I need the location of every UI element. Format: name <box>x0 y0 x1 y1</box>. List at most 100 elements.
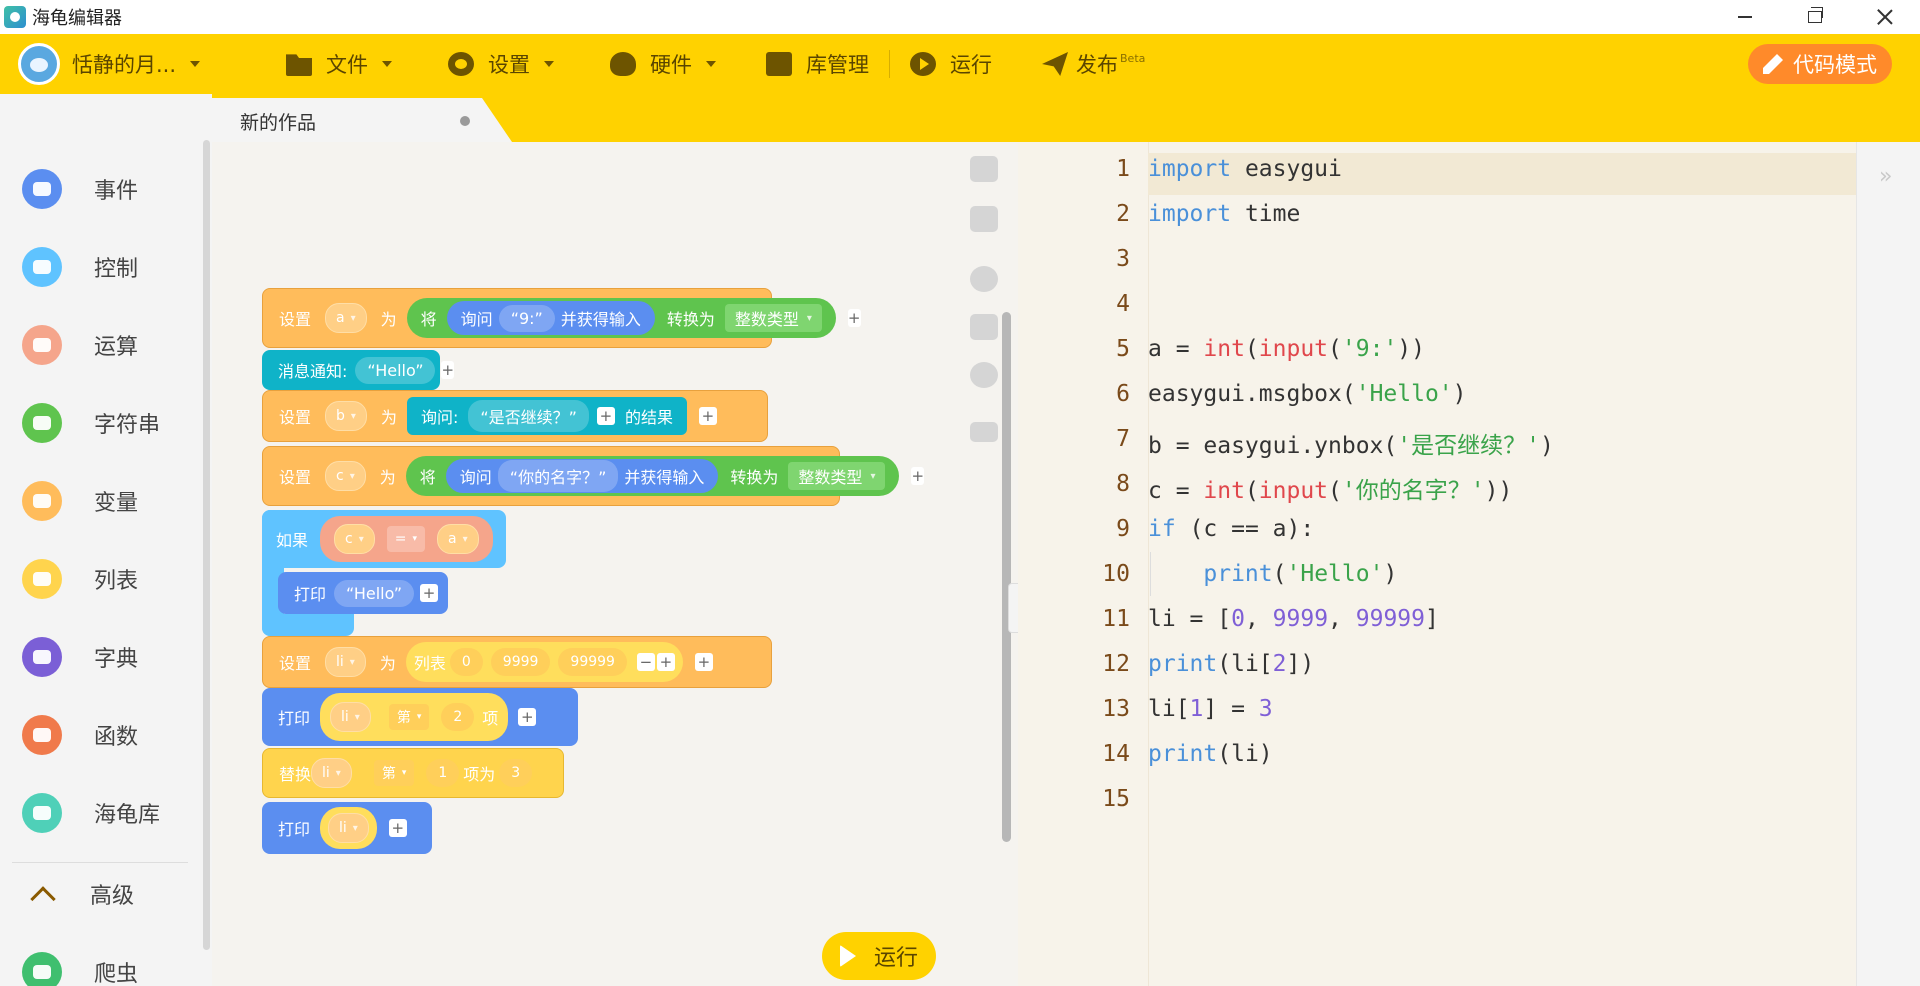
category-item[interactable]: 函数 <box>22 713 138 757</box>
number-literal[interactable]: 1 <box>426 759 460 787</box>
var-dropdown[interactable]: c <box>325 461 366 491</box>
type-dropdown[interactable]: 整数类型 <box>788 462 886 490</box>
add-icon[interactable]: + <box>388 819 407 837</box>
close-button[interactable] <box>1850 0 1920 34</box>
add-icon[interactable]: + <box>698 407 717 425</box>
minimize-button[interactable] <box>1710 0 1780 34</box>
publish-button[interactable]: 发布 Beta <box>1042 34 1145 94</box>
compare-block[interactable]: c = a <box>320 516 493 562</box>
tab-new-project[interactable]: 新的作品 <box>212 98 512 142</box>
category-item[interactable]: 事件 <box>22 167 138 211</box>
code-line[interactable]: print(li) <box>1148 741 1273 767</box>
if-block[interactable]: 如果 c = a <box>262 510 506 568</box>
string-literal[interactable]: “你的名字？” <box>497 460 619 492</box>
print-block[interactable]: 打印 “Hello” + <box>278 572 448 614</box>
ask-input-block[interactable]: 询问 “你的名字？” 并获得输入 <box>445 459 719 493</box>
var-reporter[interactable]: li <box>320 807 377 849</box>
zoom-out-icon[interactable] <box>970 362 998 388</box>
library-button[interactable]: 库管理 <box>766 34 869 94</box>
add-icon[interactable]: + <box>420 584 439 602</box>
category-crawler[interactable]: 爬虫 <box>22 950 138 986</box>
add-icon[interactable]: + <box>596 407 615 425</box>
add-icon[interactable]: + <box>847 308 861 327</box>
string-literal[interactable]: “9:” <box>498 304 555 332</box>
category-advanced[interactable]: 高级 <box>22 872 134 916</box>
list-block[interactable]: 列表 0 9999 99999 − + <box>405 642 683 682</box>
code-line[interactable]: easygui.msgbox('Hello') <box>1148 381 1467 407</box>
convert-block[interactable]: 将 询问 “9:” 并获得输入 转换为 整数类型 <box>406 298 836 338</box>
sidebar-scrollbar[interactable] <box>203 140 210 950</box>
run-button[interactable]: 运行 <box>822 932 936 980</box>
string-literal[interactable]: “Hello” <box>355 356 436 384</box>
settings-menu[interactable]: 设置 <box>448 34 554 94</box>
ask-input-block[interactable]: 询问 “9:” 并获得输入 <box>446 301 655 335</box>
set-var-block[interactable]: 设置 a 为 将 询问 “9:” 并获得输入 转换为 整数类型 + <box>262 288 861 348</box>
remove-icon[interactable]: − <box>636 653 655 671</box>
zoom-in-icon[interactable] <box>970 266 998 292</box>
code-mode-button[interactable]: 代码模式 <box>1748 44 1892 84</box>
index-dropdown[interactable]: 第 <box>388 704 430 730</box>
type-dropdown[interactable]: 整数类型 <box>724 304 822 332</box>
user-menu[interactable]: 恬静的月... <box>18 43 228 85</box>
code-line[interactable]: b = easygui.ynbox('是否继续？') <box>1148 433 1554 459</box>
var-dropdown[interactable]: a <box>325 303 367 333</box>
toolbar-run-button[interactable]: 运行 <box>910 34 992 94</box>
code-line[interactable]: if (c == a): <box>1148 516 1315 542</box>
list-index-block[interactable]: li 第 2 项 <box>320 693 509 741</box>
code-line[interactable]: li = [0, 9999, 99999] <box>1148 606 1439 632</box>
code-line[interactable]: import easygui <box>1148 156 1342 182</box>
code-line[interactable]: import time <box>1148 201 1301 227</box>
operator-dropdown[interactable]: = <box>386 526 426 552</box>
var-dropdown[interactable]: li <box>311 758 352 788</box>
category-item[interactable]: 字典 <box>22 635 138 679</box>
code-line[interactable]: c = int(input('你的名字？')) <box>1148 478 1513 504</box>
category-item[interactable]: 列表 <box>22 557 138 601</box>
var-dropdown[interactable]: b <box>325 401 367 431</box>
code-line[interactable]: print('Hello') <box>1203 561 1398 587</box>
var-dropdown[interactable]: li <box>328 813 369 843</box>
var-dropdown[interactable]: li <box>325 647 366 677</box>
number-literal[interactable]: 2 <box>441 703 475 731</box>
align-icon[interactable] <box>970 422 998 442</box>
code-line[interactable]: li[1] = 3 <box>1148 696 1273 722</box>
number-literal[interactable]: 9999 <box>490 648 551 676</box>
zoom-reset-icon[interactable] <box>970 314 998 340</box>
add-icon[interactable]: + <box>911 466 925 485</box>
convert-block[interactable]: 将 询问 “你的名字？” 并获得输入 转换为 整数类型 <box>405 456 900 496</box>
double-chevron-right-icon[interactable]: » <box>1879 164 1893 189</box>
set-var-block[interactable]: 设置 c 为 将 询问 “你的名字？” 并获得输入 转换为 整数类型 + <box>262 446 925 506</box>
category-item[interactable]: 运算 <box>22 323 138 367</box>
string-literal[interactable]: “Hello” <box>334 579 415 607</box>
var-dropdown[interactable]: li <box>330 702 371 732</box>
number-literal[interactable]: 99999 <box>558 648 627 676</box>
code-line[interactable]: print(li[2]) <box>1148 651 1315 677</box>
add-icon[interactable]: + <box>518 708 537 726</box>
set-var-block[interactable]: 设置 li 为 列表 0 9999 99999 − + + <box>262 636 772 688</box>
var-dropdown[interactable]: c <box>334 524 375 554</box>
file-menu[interactable]: 文件 <box>286 34 392 94</box>
print-block[interactable]: 打印 li 第 2 项 + <box>262 688 578 746</box>
print-block[interactable]: 打印 li + <box>262 802 432 854</box>
index-dropdown[interactable]: 第 <box>373 760 415 786</box>
undo-icon[interactable] <box>970 156 998 182</box>
category-item[interactable]: 变量 <box>22 479 138 523</box>
number-literal[interactable]: 0 <box>449 648 483 676</box>
set-var-block[interactable]: 设置 b 为 询问: “是否继续？” + 的结果 + <box>262 390 768 442</box>
maximize-button[interactable] <box>1780 0 1850 34</box>
redo-icon[interactable] <box>970 206 998 232</box>
add-icon[interactable]: + <box>694 653 713 671</box>
add-icon[interactable]: + <box>656 653 675 671</box>
category-item[interactable]: 海龟库 <box>22 791 160 835</box>
msgbox-block[interactable]: 消息通知: “Hello” + <box>262 350 455 390</box>
ynbox-block[interactable]: 询问: “是否继续？” + 的结果 <box>406 397 687 435</box>
replace-item-block[interactable]: 替换 li 第 1 项为 3 <box>262 748 564 798</box>
hardware-menu[interactable]: 硬件 <box>610 34 716 94</box>
code-line[interactable]: a = int(input('9:')) <box>1148 336 1425 362</box>
add-icon[interactable]: + <box>441 360 455 379</box>
var-dropdown[interactable]: a <box>437 524 479 554</box>
block-workspace[interactable]: 设置 a 为 将 询问 “9:” 并获得输入 转换为 整数类型 + 消息通知: … <box>212 142 1020 986</box>
category-item[interactable]: 字符串 <box>22 401 160 445</box>
string-literal[interactable]: “是否继续？” <box>468 400 589 432</box>
workspace-scrollbar[interactable] <box>1002 312 1011 842</box>
